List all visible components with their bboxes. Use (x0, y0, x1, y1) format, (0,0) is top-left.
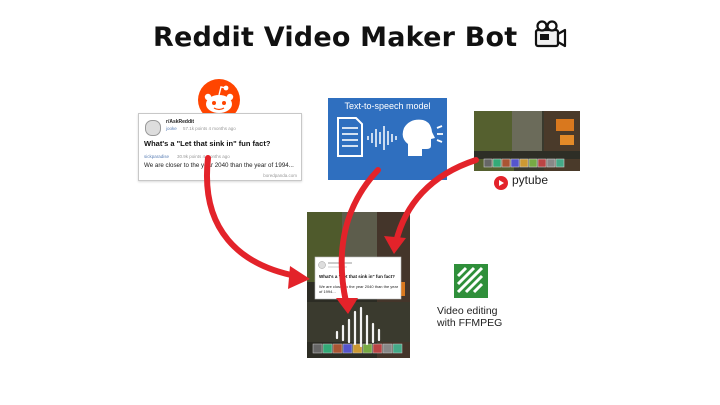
ffmpeg-logo-icon (452, 262, 490, 300)
pytube-label: pytube (512, 173, 549, 187)
reddit-post-card: r/AskReddit jooke 57.1k points 4 months … (138, 113, 302, 181)
subreddit-name: r/AskReddit (166, 119, 195, 125)
arrowhead-pytube (384, 236, 406, 254)
title-text: Reddit Video Maker Bot (153, 22, 518, 53)
overlay-question: What's a "Let that sink in" fun fact? (319, 274, 395, 279)
reply-body: We are closer to the year 2040 than the … (144, 162, 294, 169)
page-title: Reddit Video Maker Bot (0, 20, 720, 57)
document-icon (337, 117, 363, 157)
arrowhead-reddit (288, 266, 310, 289)
tts-title: Text-to-speech model (344, 101, 431, 111)
overlay-body: We are closer to the year 2040 than the … (319, 284, 399, 294)
final-video-preview: What's a "Let that sink in" fun fact? We… (307, 212, 410, 358)
reddit-logo-icon (197, 78, 241, 122)
arrow-reddit-to-video (204, 155, 299, 279)
arrowhead-tts (336, 298, 358, 314)
arrow-tts-to-video (338, 167, 381, 305)
soundwave-overlay (335, 306, 381, 348)
arrow-pytube-to-video (393, 157, 479, 245)
post-question: What's a "Let that sink in" fun fact? (144, 139, 271, 148)
reply-author: sickparadise (144, 154, 170, 159)
source-label: boredpanda.com (263, 173, 297, 178)
post-author: jooke (166, 126, 177, 131)
soundwave-icon (367, 126, 397, 150)
post-meta: 57.1k points 4 months ago (183, 126, 236, 131)
reply-meta: 30.9k points 4 months ago (177, 154, 230, 159)
youtube-play-icon (494, 175, 508, 190)
camera-icon (533, 20, 567, 57)
speaking-head-icon (402, 119, 443, 156)
minecraft-gameplay-thumbnail (474, 111, 580, 171)
ffmpeg-label-line2: with FFMPEG (437, 317, 503, 329)
ffmpeg-label-line1: Video editing (437, 305, 498, 317)
tts-model-box: Text-to-speech model (328, 98, 447, 180)
avatar (145, 120, 161, 136)
ffmpeg-label: Video editing with FFMPEG (437, 305, 527, 329)
